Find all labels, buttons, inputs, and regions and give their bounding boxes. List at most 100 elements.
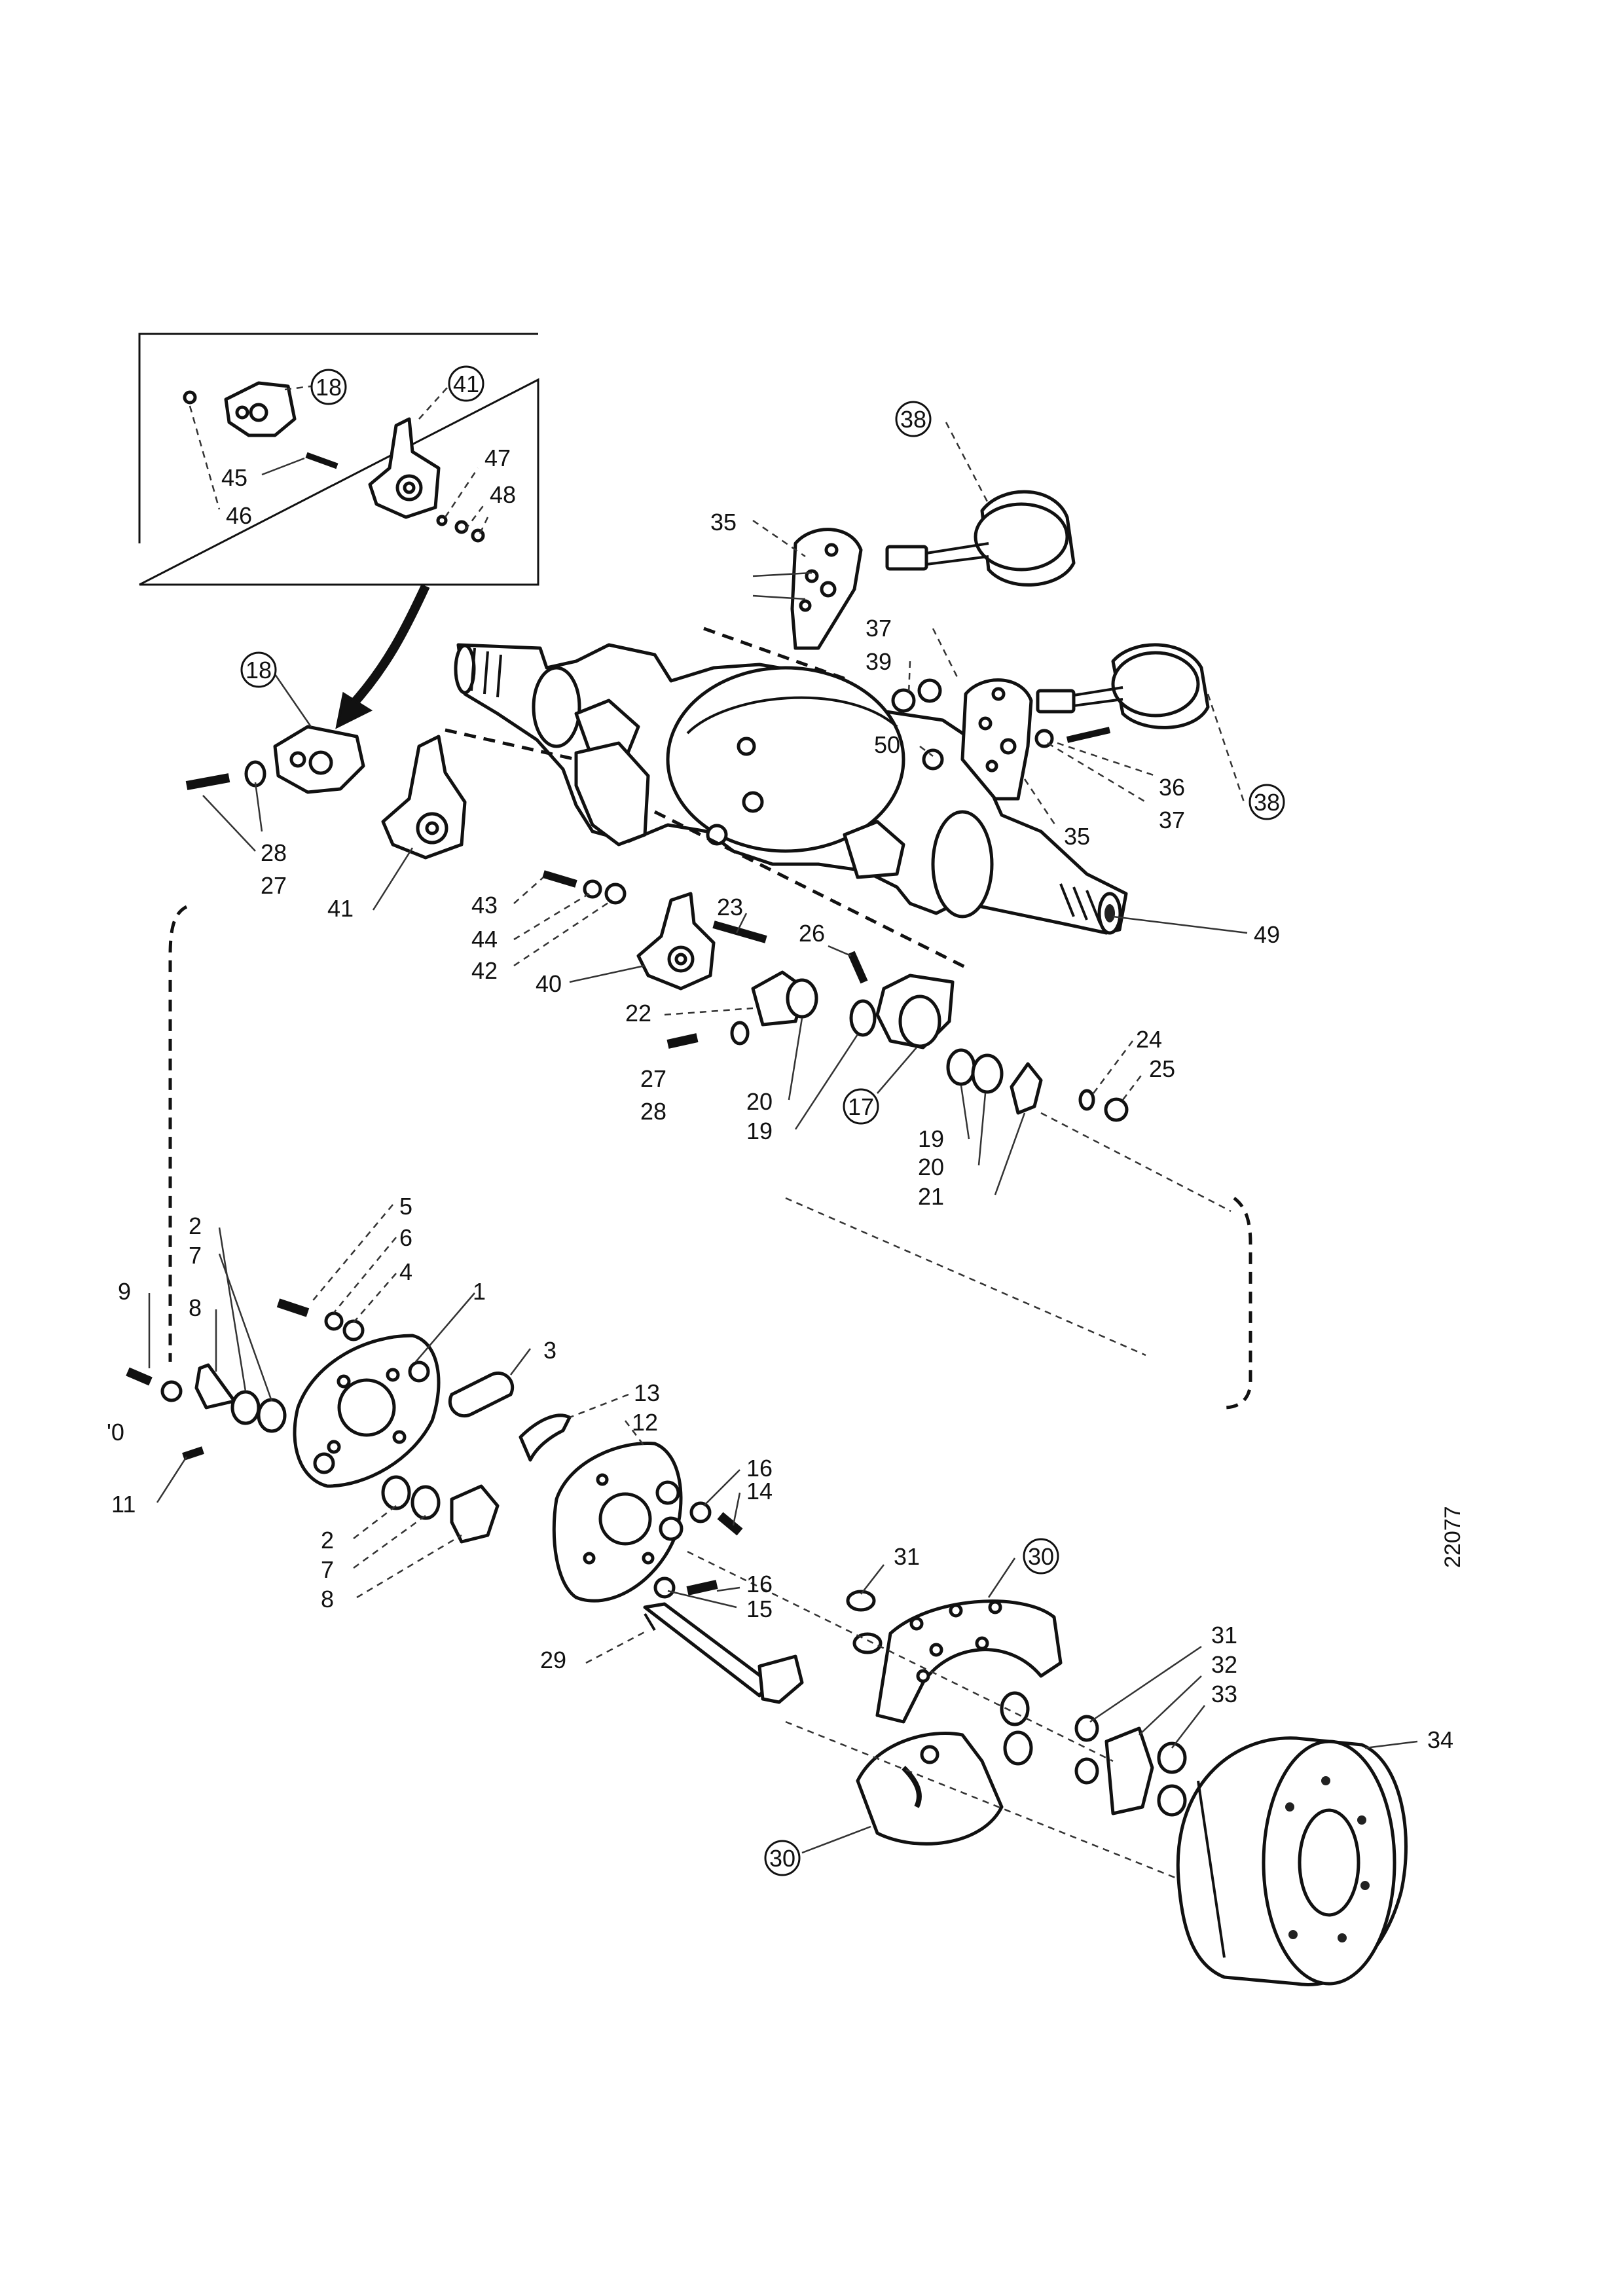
callout-46: 46 (226, 502, 252, 529)
callout-34: 34 (1427, 1726, 1453, 1753)
callout-30-lower: 30 (769, 1845, 795, 1872)
callout-21: 21 (918, 1183, 944, 1210)
brake-drum-34 (1176, 1736, 1408, 1986)
seal-7a (257, 1398, 287, 1433)
callout-14: 14 (746, 1478, 773, 1504)
callout-35-upper: 35 (710, 509, 737, 536)
callout-18-inset: 18 (316, 374, 342, 401)
callout-2-upper: 2 (189, 1212, 202, 1239)
callout-23: 23 (717, 894, 743, 920)
callout-42: 42 (471, 957, 498, 984)
slack-adjuster-40 (636, 892, 716, 991)
clip-13 (519, 1413, 572, 1462)
washer-6 (324, 1311, 344, 1331)
callout-47: 47 (484, 445, 511, 471)
callout-27b: 27 (640, 1065, 666, 1092)
callout-17: 17 (848, 1093, 874, 1120)
washer-37 (917, 678, 942, 703)
clip-33b (1157, 1784, 1187, 1817)
callout-41-inset: 41 (453, 371, 479, 397)
washer-24 (1078, 1089, 1095, 1111)
callout-36: 36 (1159, 774, 1185, 801)
bolt-43 (542, 870, 577, 888)
assembly-line-2 (445, 728, 577, 761)
callout-6: 6 (399, 1224, 412, 1251)
callout-4: 4 (399, 1258, 412, 1285)
callout-48: 48 (490, 481, 516, 508)
nut-25 (1104, 1097, 1129, 1122)
inset-nut-46 (183, 390, 197, 405)
callout-16-upper: 16 (746, 1455, 773, 1482)
brake-shoe-30-upper (875, 1599, 1063, 1724)
callout-43: 43 (471, 892, 498, 919)
callout-26: 26 (799, 920, 825, 947)
callout-31-upper: 31 (894, 1543, 920, 1570)
callout-9: 9 (118, 1278, 131, 1305)
callout-2-lower: 2 (321, 1527, 334, 1554)
roller-b (1003, 1730, 1033, 1766)
dust-shield-12 (552, 1441, 684, 1603)
callout-19-left: 19 (746, 1118, 773, 1144)
inset-detail-box (138, 333, 539, 586)
axle-housing-49 (454, 643, 1128, 935)
cover-21 (1010, 1062, 1043, 1115)
callout-30-upper: 30 (1028, 1543, 1054, 1570)
bolt-5 (276, 1298, 310, 1317)
callout-25: 25 (1149, 1055, 1175, 1082)
callout-28: 28 (261, 839, 287, 866)
washer-16a (689, 1501, 712, 1523)
nipple-26 (847, 951, 868, 984)
seal-20a (786, 978, 818, 1019)
callout-11: 11 (111, 1491, 136, 1518)
bracket-18 (273, 725, 365, 794)
callout-27: 27 (261, 872, 287, 899)
washer-10 (160, 1380, 183, 1402)
callout-22: 22 (625, 1000, 651, 1027)
washer-37b (1034, 729, 1054, 748)
washer-16b (653, 1576, 676, 1599)
bolt-27b (666, 1033, 699, 1049)
brake-shoe-30-lower (856, 1732, 1004, 1846)
inset-slack-adjuster-41 (368, 417, 441, 519)
washer-50 (922, 748, 944, 771)
callout-38-upper: 38 (900, 406, 926, 433)
bushing-2a (230, 1390, 261, 1425)
mounting-plate-35-lower (960, 678, 1033, 801)
drawing-number: 22077 (1440, 1506, 1465, 1568)
callout-1: 1 (473, 1278, 486, 1305)
brake-chamber-38-lower (1036, 643, 1210, 743)
bolt-9 (126, 1367, 153, 1386)
ring-31d (1074, 1757, 1099, 1785)
roller-a (1000, 1691, 1030, 1726)
callout-38-lower: 38 (1254, 789, 1280, 816)
anchor-plate-1 (293, 1334, 441, 1488)
mounting-plate-35-upper (790, 528, 863, 650)
callout-32: 32 (1211, 1651, 1237, 1678)
callout-37-upper: 37 (866, 615, 892, 642)
bushing-19a (849, 999, 877, 1037)
callout-16-lower: 16 (746, 1571, 773, 1597)
callout-15: 15 (746, 1595, 773, 1622)
callout-29: 29 (540, 1647, 566, 1673)
washer-28 (244, 760, 266, 788)
callout-18: 18 (246, 657, 272, 683)
brake-chamber-38-upper (885, 490, 1076, 587)
ring-31b (852, 1632, 883, 1654)
retainer-32 (1104, 1726, 1154, 1815)
callout-39: 39 (866, 648, 892, 675)
callout-50: 50 (874, 731, 900, 758)
nut-39 (891, 688, 916, 713)
callout-33: 33 (1211, 1681, 1237, 1707)
callout-28b: 28 (640, 1098, 666, 1125)
gasket-8b (450, 1484, 500, 1544)
assembly-line-1 (703, 627, 852, 683)
callout-8-upper: 8 (189, 1294, 202, 1321)
pin-3 (448, 1371, 515, 1418)
callout-7-upper: 7 (189, 1242, 202, 1269)
callout-labels: 18 41 45 46 47 48 38 35 37 39 50 36 37 3… (107, 371, 1453, 1872)
callout-41: 41 (327, 895, 354, 922)
bushing-2b (381, 1475, 411, 1510)
detail-arrow (335, 584, 430, 729)
seal-7b (410, 1485, 441, 1520)
